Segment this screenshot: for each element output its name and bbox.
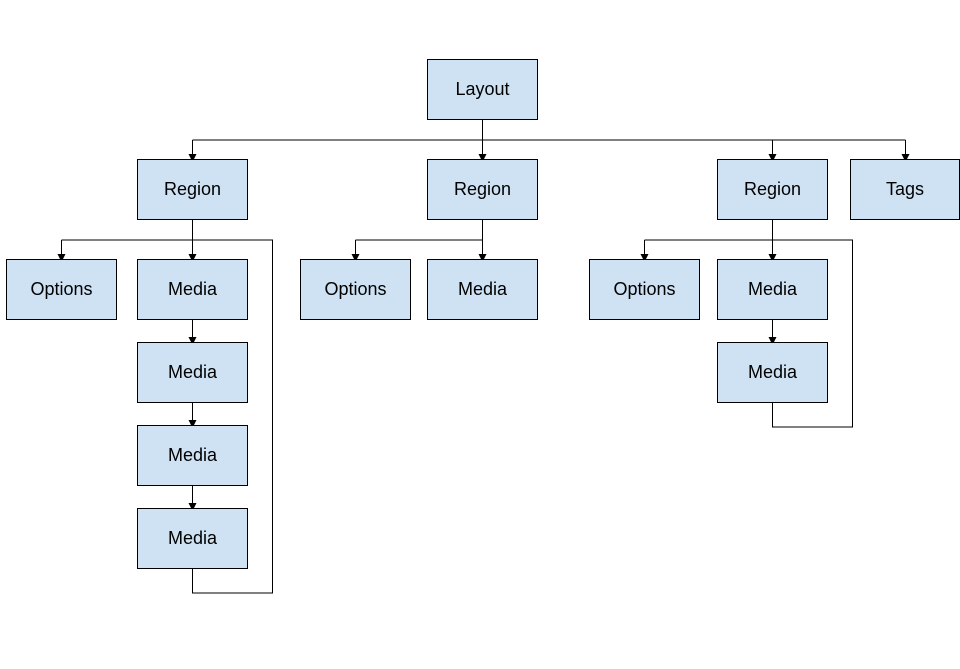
region-3-media-node-1: Media xyxy=(717,259,828,320)
region-2-media-node-1: Media xyxy=(427,259,538,320)
region-2-options-node: Options xyxy=(300,259,411,320)
tags-node: Tags xyxy=(850,159,960,220)
region-3-media-node-2: Media xyxy=(717,342,828,403)
region-1-branch-line xyxy=(61,239,273,594)
region-1-media-node-2: Media xyxy=(137,342,248,403)
region-3-options-node: Options xyxy=(589,259,700,320)
region-3-branch-line xyxy=(644,239,853,428)
region-1-media-node-1: Media xyxy=(137,259,248,320)
region-1-options-node: Options xyxy=(6,259,117,320)
region-node-3: Region xyxy=(717,159,828,220)
region-node-2: Region xyxy=(427,159,538,220)
region-1-media-node-4: Media xyxy=(137,508,248,569)
layout-node: Layout xyxy=(427,59,538,120)
region-1-media-node-3: Media xyxy=(137,425,248,486)
region-node-1: Region xyxy=(137,159,248,220)
